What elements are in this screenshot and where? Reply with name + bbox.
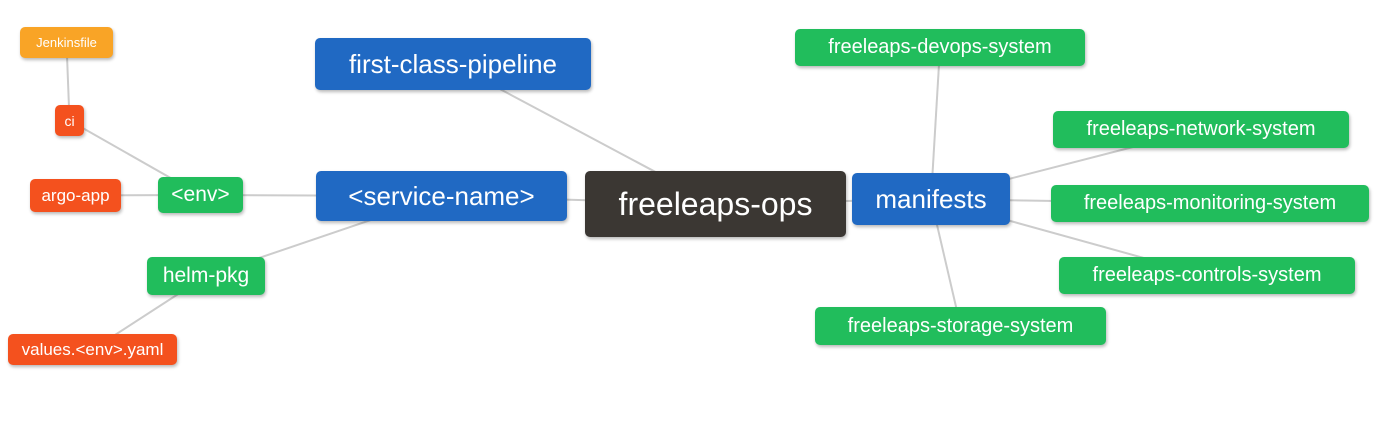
node-argo-app[interactable]: argo-app [30, 179, 121, 212]
node-freeleaps-network-system[interactable]: freeleaps-network-system [1053, 111, 1349, 148]
node-helm-pkg[interactable]: helm-pkg [147, 257, 265, 295]
node-manifests[interactable]: manifests [852, 173, 1010, 225]
node-ci[interactable]: ci [55, 105, 84, 136]
node-jenkinsfile[interactable]: Jenkinsfile [20, 27, 113, 58]
node-service-name[interactable]: <service-name> [316, 171, 567, 221]
node-first-class-pipeline[interactable]: first-class-pipeline [315, 38, 591, 90]
node-freeleaps-storage-system[interactable]: freeleaps-storage-system [815, 307, 1106, 345]
node-env[interactable]: <env> [158, 177, 243, 213]
node-freeleaps-ops[interactable]: freeleaps-ops [585, 171, 846, 237]
node-freeleaps-controls-system[interactable]: freeleaps-controls-system [1059, 257, 1355, 294]
node-freeleaps-monitoring-system[interactable]: freeleaps-monitoring-system [1051, 185, 1369, 222]
node-values-env-yaml[interactable]: values.<env>.yaml [8, 334, 177, 365]
node-freeleaps-devops-system[interactable]: freeleaps-devops-system [795, 29, 1085, 66]
